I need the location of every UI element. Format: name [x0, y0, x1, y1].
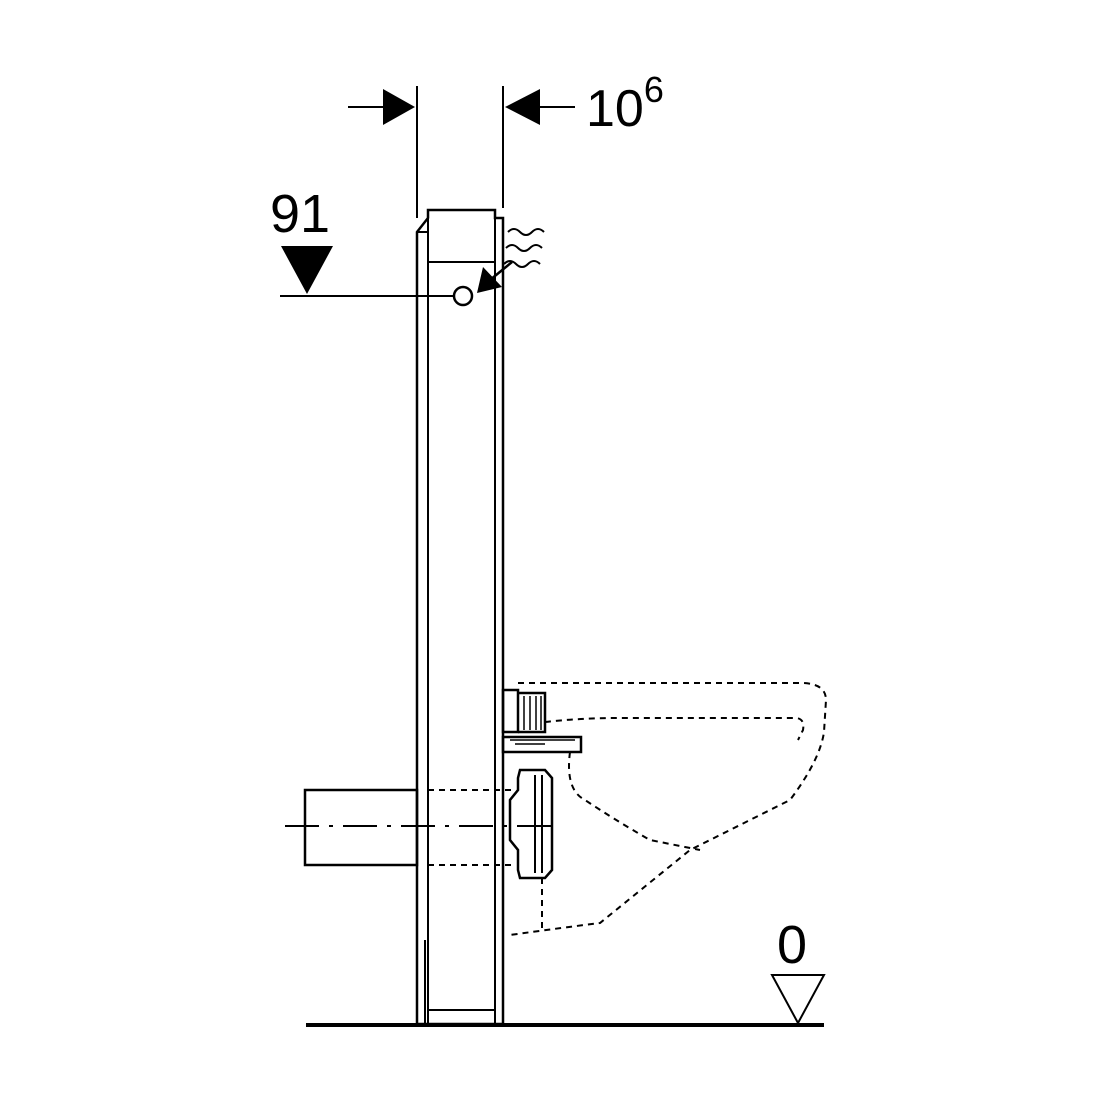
- toilet-bowl-line: [568, 751, 701, 851]
- module-outer-panel: [415, 208, 505, 1026]
- supply-elbow: [518, 691, 547, 734]
- floor-level-label: 0: [777, 915, 807, 975]
- supply-bracket: [501, 688, 583, 754]
- connection-leader-line: [489, 261, 513, 281]
- connection-arrow-icon: [477, 267, 502, 293]
- width-label-superscript: 6: [644, 69, 664, 110]
- mounting-plate: [501, 735, 583, 754]
- level-triangle-outline-icon: [770, 974, 826, 1026]
- water-wave-3: [503, 260, 541, 268]
- water-wave-2: [505, 244, 543, 252]
- toilet-outline: [509, 682, 828, 936]
- water-wave-1: [507, 228, 545, 236]
- supply-stub: [501, 688, 520, 734]
- arrow-left-icon: [505, 89, 540, 125]
- water-connection-icon: [452, 285, 474, 307]
- floor-level-marker: 0: [770, 915, 826, 1026]
- width-label-main: 10: [586, 80, 644, 138]
- toilet-seat-line: [544, 717, 805, 741]
- wall-hung-toilet: [509, 682, 828, 936]
- drain-connector-outline: [508, 768, 554, 880]
- level-triangle-filled-icon: [281, 246, 333, 294]
- connection-height-label: 91: [270, 184, 330, 244]
- drain-connector: [508, 768, 554, 932]
- drain-pipe-body: [303, 788, 419, 867]
- width-label: 106: [586, 69, 664, 138]
- drain-pipe: [285, 788, 560, 867]
- arrow-right-icon: [383, 89, 415, 125]
- width-dimension: 106: [348, 69, 664, 218]
- sanitary-module: [415, 208, 505, 1026]
